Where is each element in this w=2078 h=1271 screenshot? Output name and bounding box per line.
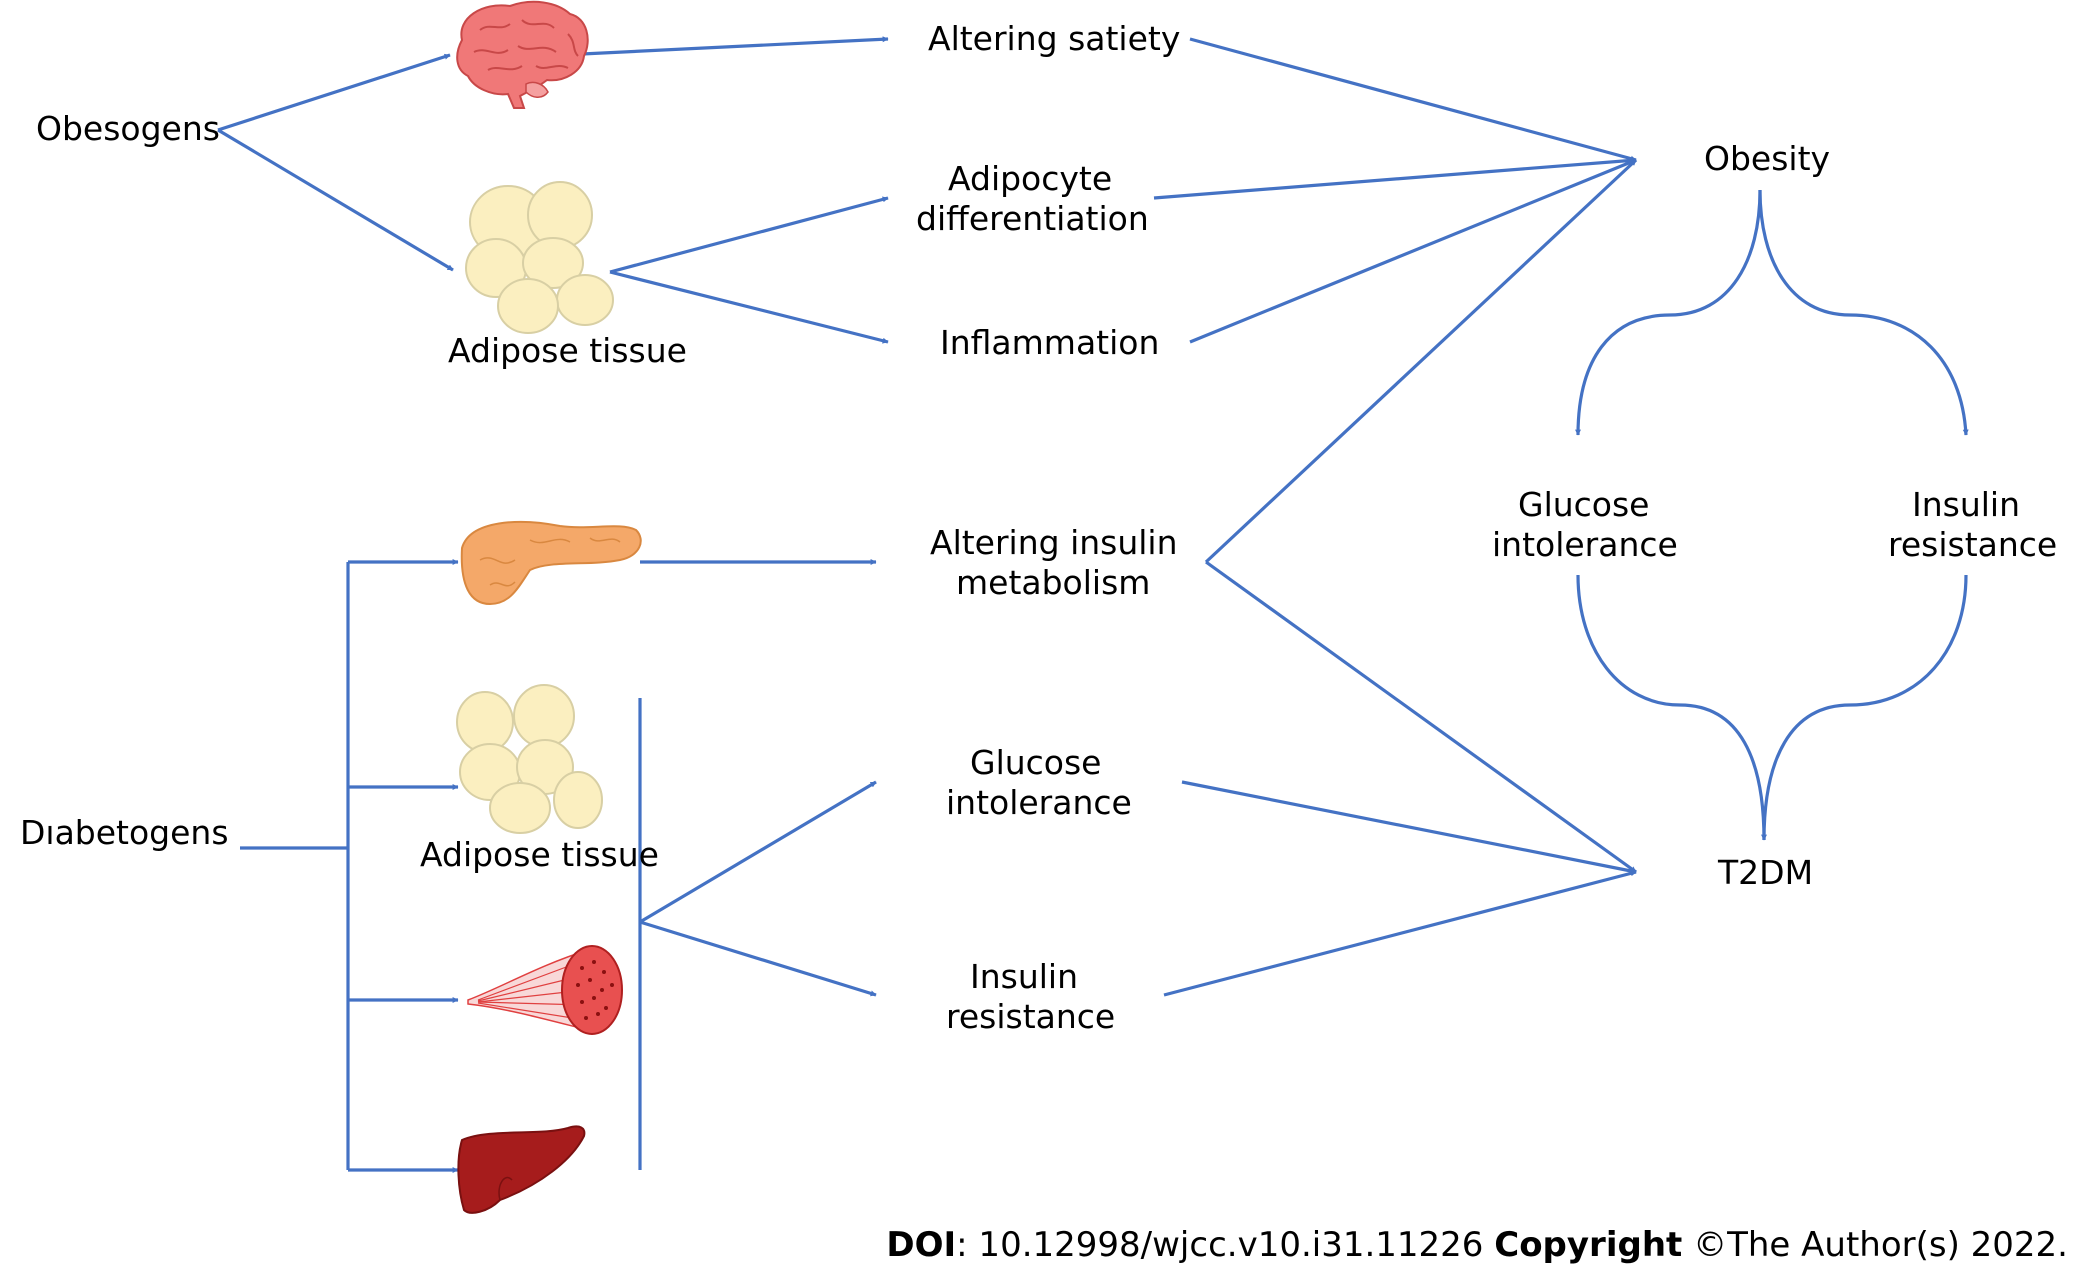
footer-citation: DOI: 10.12998/wjcc.v10.i31.11226 Copyrig… — [886, 1225, 2068, 1265]
arrow-adipose-to-adipocyte — [609, 196, 889, 274]
label-diabetogens: Dıabetogens — [20, 813, 229, 852]
curve-glucose-to-t2dm — [1576, 574, 1767, 841]
footer-copyright-label: Copyright — [1494, 1225, 1682, 1265]
connector-lines — [217, 36, 1969, 1173]
arrow-insulin-metabolism-to-t2dm — [1205, 560, 1637, 874]
footer-doi-value: : 10.12998/wjcc.v10.i31.11226 — [956, 1225, 1494, 1265]
label-glucose-intolerance-mid-line2: intolerance — [946, 783, 1132, 822]
arrow-obesogens-to-adipose — [217, 128, 454, 272]
label-glucose-intolerance-right-line2: intolerance — [1492, 525, 1678, 564]
fat-cells-icon-bottom — [456, 684, 603, 834]
label-altering-satiety: Altering satiety — [928, 19, 1180, 58]
label-insulin-resistance-mid-line1: Insulin — [970, 957, 1078, 996]
arrow-adipose-to-inflammation — [609, 270, 889, 344]
fat-cells-icon — [465, 181, 614, 334]
label-obesogens: Obesogens — [36, 109, 220, 148]
label-adipocyte-line2: differentiation — [916, 199, 1149, 238]
arrow-satiety-to-obesity — [1189, 37, 1637, 162]
label-adipocyte-line1: Adipocyte — [948, 159, 1112, 198]
curve-obesity-to-insulin — [1758, 189, 1969, 436]
footer-copyright-value: ©The Author(s) 2022. — [1682, 1225, 2068, 1265]
label-t2dm: T2DM — [1717, 853, 1813, 892]
arrow-inflammation-to-obesity — [1189, 158, 1637, 344]
label-adipose-tissue-top: Adipose tissue — [448, 331, 687, 370]
label-glucose-intolerance-right-line1: Glucose — [1518, 485, 1649, 524]
arrow-obesogens-to-brain — [217, 53, 451, 132]
label-insulin-resistance-right-line2: resistance — [1888, 525, 2057, 564]
arrow-glucose-to-t2dm — [1181, 780, 1637, 874]
label-altering-insulin-line2: metabolism — [956, 563, 1150, 602]
label-inflammation: Inflammation — [940, 323, 1159, 362]
arrow-brain-to-satiety — [581, 36, 889, 56]
curve-insulin-to-t2dm — [1762, 574, 1968, 841]
pancreas-icon — [460, 521, 642, 606]
liver-icon — [457, 1125, 586, 1214]
brain-icon — [456, 0, 589, 109]
footer-doi-label: DOI — [886, 1225, 956, 1265]
label-insulin-resistance-right-line1: Insulin — [1912, 485, 2020, 524]
curve-obesity-to-glucose — [1575, 189, 1762, 436]
label-altering-insulin-line1: Altering insulin — [930, 523, 1178, 562]
arrow-bracket-to-glucose — [639, 780, 877, 924]
arrow-insulin-metabolism-to-obesity — [1204, 158, 1638, 564]
label-obesity: Obesity — [1704, 139, 1830, 178]
arrow-bracket-to-insulin-res — [639, 920, 877, 997]
label-adipose-tissue-bottom: Adipose tissue — [420, 835, 659, 874]
arrow-adipocyte-to-obesity — [1153, 157, 1637, 200]
muscle-icon — [467, 945, 623, 1035]
arrow-insulin-res-to-t2dm — [1163, 870, 1637, 997]
label-insulin-resistance-mid-line2: resistance — [946, 997, 1115, 1036]
label-glucose-intolerance-mid-line1: Glucose — [970, 743, 1101, 782]
